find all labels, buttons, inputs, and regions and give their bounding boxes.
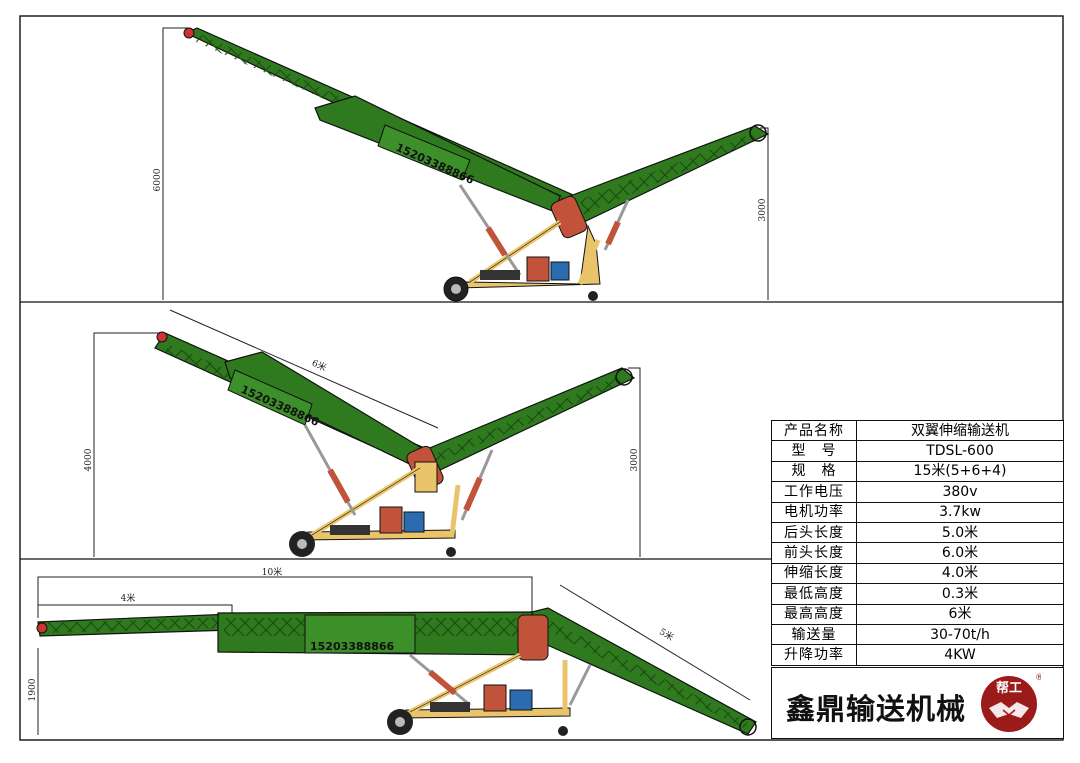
spec-label: 升降功率 (771, 644, 857, 666)
dim-label: 3000 (630, 448, 640, 471)
spec-label: 电机功率 (771, 501, 857, 523)
dim-label: 10米 (262, 566, 282, 578)
logo-panel (304, 614, 416, 654)
dim-label: 3000 (758, 198, 768, 221)
conveyor-view-mid-height: 6米 4000 3000 15203388866 (84, 309, 641, 557)
dimension-line (628, 367, 641, 557)
spec-value: 6.0米 (856, 542, 1064, 564)
spec-label: 输送量 (771, 623, 857, 646)
control-box (509, 689, 533, 711)
dim-label: 4米 (121, 592, 136, 604)
spec-value: 0.3米 (856, 583, 1064, 605)
handshake-logo-icon: 帮工 ® (981, 673, 1041, 732)
motor-box (483, 684, 507, 712)
logo-text: 帮工 (996, 680, 1022, 696)
spec-label: 规 格 (771, 460, 857, 483)
spec-label: 伸缩长度 (771, 562, 857, 585)
dimension-line (37, 576, 533, 618)
chassis-frame (298, 529, 456, 541)
spec-label: 最高高度 (771, 603, 857, 625)
spec-value: 4KW (856, 644, 1064, 666)
motor-box (379, 506, 403, 534)
brand-block: 鑫鼎输送机械 帮工 ® (771, 667, 1064, 739)
dimension-line (169, 309, 439, 429)
logo-panel (377, 124, 471, 181)
control-box (550, 261, 570, 281)
wheel-icon (446, 547, 456, 557)
head-drive (517, 614, 549, 661)
spec-value: 5.0米 (856, 521, 1064, 544)
motor-box (526, 256, 550, 282)
spec-value: 380v (856, 481, 1064, 503)
phone-label: 15203388866 (310, 640, 395, 653)
wheel-icon (588, 291, 598, 301)
spec-label: 型 号 (771, 440, 857, 462)
spec-label: 后头长度 (771, 521, 857, 544)
spec-label: 产品名称 (771, 419, 857, 442)
spec-value: 4.0米 (856, 562, 1064, 585)
company-name: 鑫鼎输送机械 (786, 692, 967, 726)
dim-label: 1900 (28, 678, 38, 701)
conveyor-view-extended: 10米 4米 5米 1900 15203388866 (28, 566, 757, 736)
spec-label: 工作电压 (771, 481, 857, 503)
spec-label: 最低高度 (771, 583, 857, 605)
dim-label: 6000 (153, 168, 163, 191)
dim-label: 6米 (310, 357, 328, 374)
spec-value: 双翼伸缩输送机 (856, 419, 1064, 442)
dimension-line (559, 584, 751, 701)
spec-value: 30-70t/h (856, 623, 1064, 646)
spec-label: 前头长度 (771, 542, 857, 564)
spec-row: 产品名称双翼伸缩输送机 (771, 419, 1064, 442)
dim-label: 4000 (84, 448, 94, 471)
dimension-line (760, 127, 769, 300)
sheet-border (19, 15, 1064, 741)
spec-value: 6米 (856, 603, 1064, 625)
control-box (403, 511, 425, 533)
conveyor-view-max-height: 6000 3000 15203388866 (153, 27, 770, 302)
spec-value: TDSL-600 (856, 440, 1064, 462)
dimension-line (38, 604, 233, 613)
dimension-line (162, 27, 188, 300)
spec-value: 3.7kw (856, 501, 1064, 523)
wheel-icon (558, 726, 568, 736)
dim-label: 5米 (657, 625, 676, 643)
spec-value: 15米(5+6+4) (856, 460, 1064, 483)
registered-mark: ® (1035, 673, 1041, 683)
dimension-line (93, 332, 160, 557)
